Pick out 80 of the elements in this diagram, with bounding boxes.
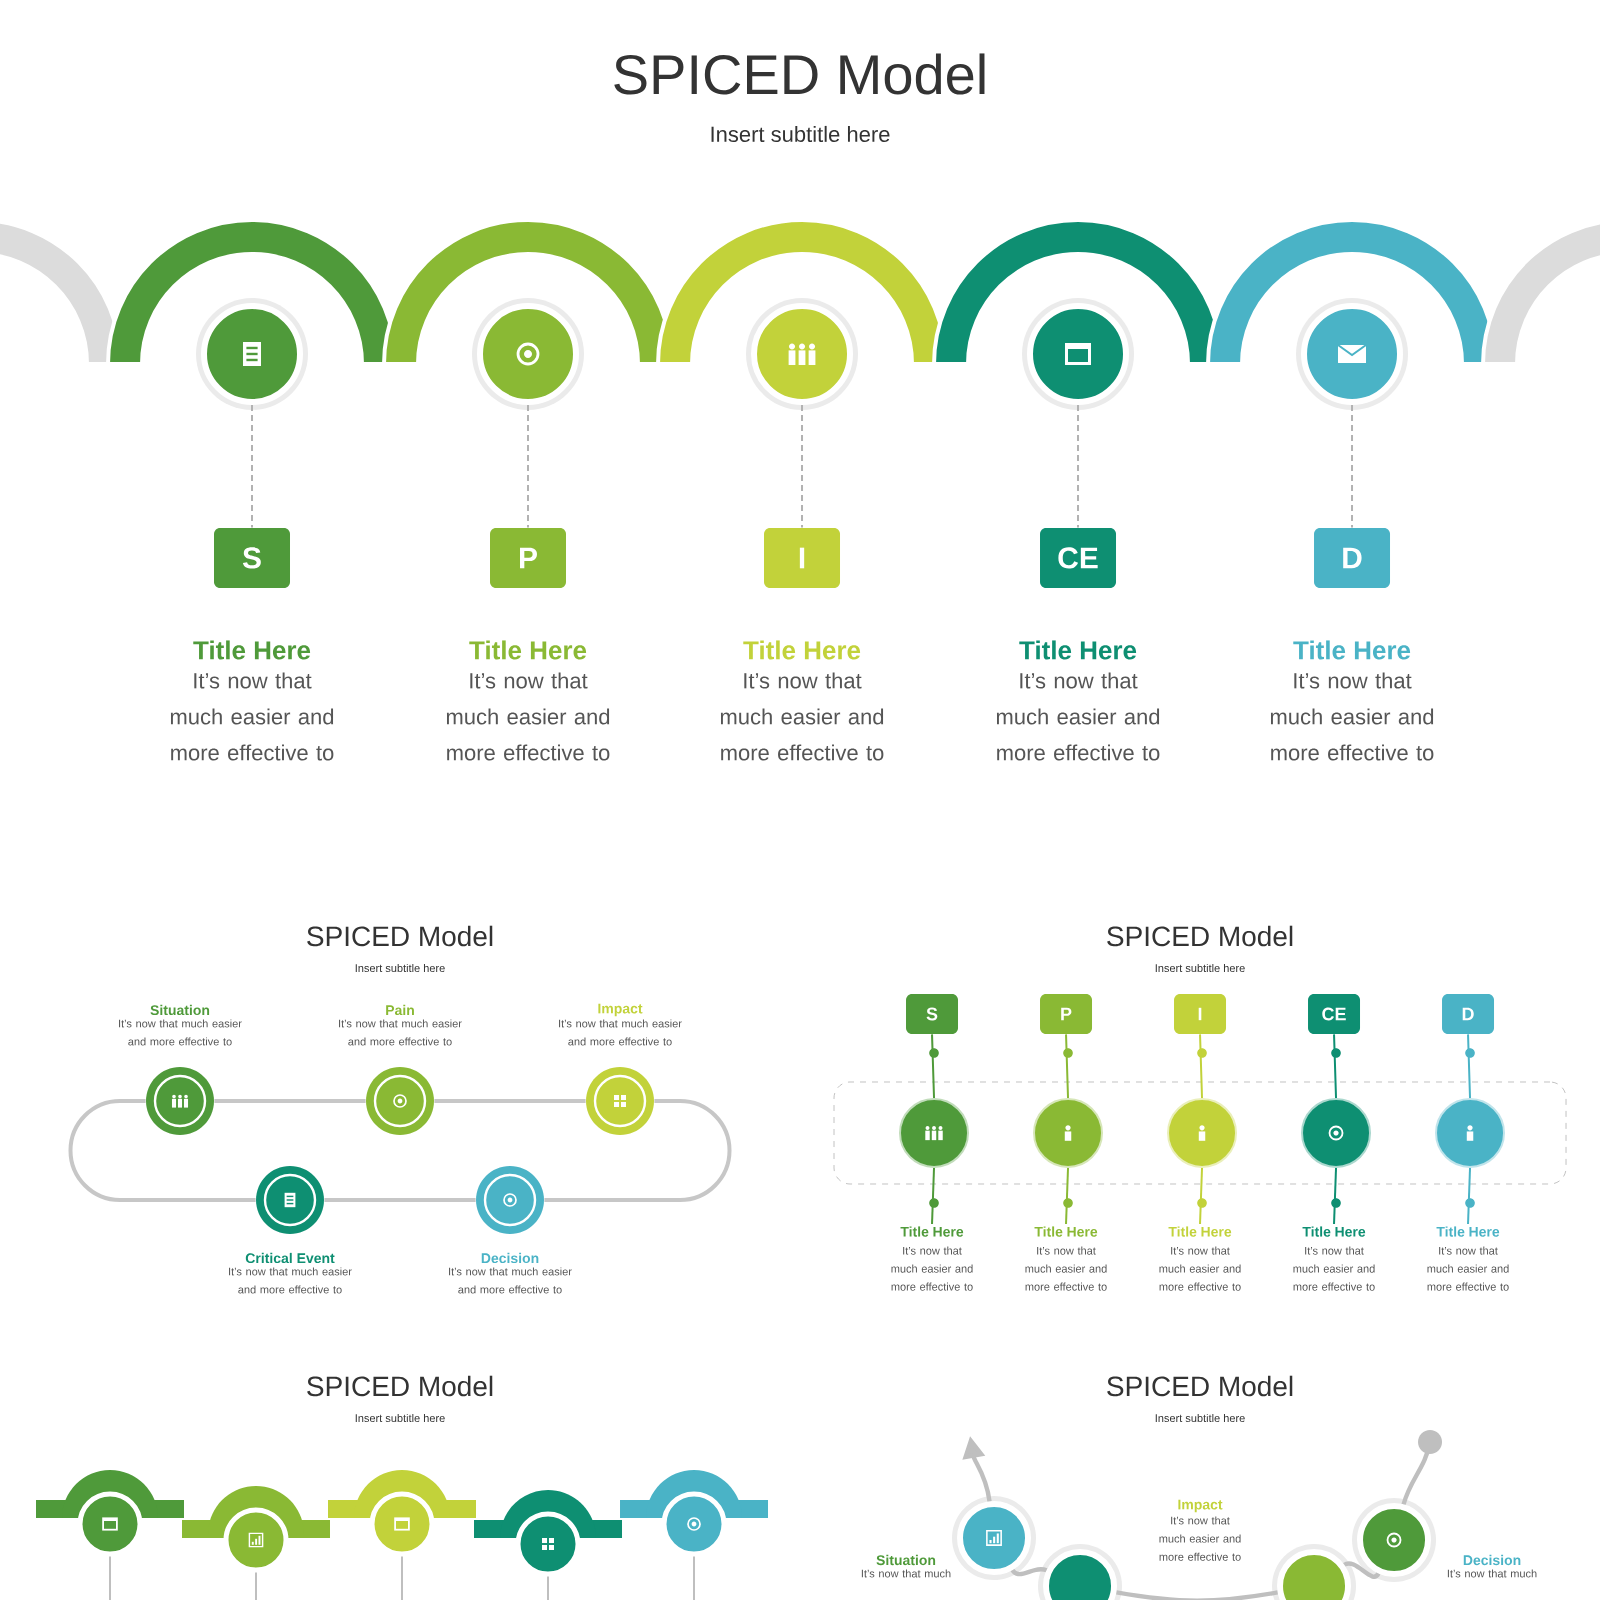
panel-title: SPICED Model bbox=[307, 925, 493, 947]
icon-circle bbox=[476, 1166, 544, 1234]
icon-circle bbox=[746, 298, 858, 410]
connector bbox=[1199, 1033, 1203, 1099]
connector bbox=[401, 1555, 403, 1600]
icon-circle bbox=[472, 298, 584, 410]
icon-circle bbox=[223, 1507, 289, 1573]
connector bbox=[1467, 1167, 1471, 1225]
icon-circle bbox=[1435, 1098, 1505, 1168]
connector bbox=[1065, 1167, 1069, 1225]
icon-circle bbox=[1352, 1498, 1436, 1582]
step-title: Title Here bbox=[469, 640, 587, 660]
letter-box: I bbox=[764, 528, 840, 588]
step-title: Title Here bbox=[193, 640, 311, 660]
icon-circle bbox=[1301, 1098, 1371, 1168]
connector bbox=[324, 1198, 476, 1202]
connector bbox=[251, 404, 253, 529]
step-title: Title Here bbox=[1293, 640, 1411, 660]
icon-circle bbox=[1033, 1098, 1103, 1168]
connector bbox=[1351, 404, 1353, 529]
connector bbox=[1467, 1033, 1471, 1099]
step-description: It’s now that much easier and more effective to bbox=[170, 672, 334, 761]
letter-box: CE bbox=[1308, 994, 1360, 1034]
letter-box: D bbox=[1442, 994, 1494, 1034]
icon-circle bbox=[1272, 1544, 1356, 1600]
letter-box: P bbox=[490, 528, 566, 588]
step-title: Title Here bbox=[743, 640, 861, 660]
icon-circle bbox=[899, 1098, 969, 1168]
connector bbox=[1199, 1167, 1203, 1225]
connector bbox=[255, 1571, 257, 1600]
connector bbox=[434, 1099, 586, 1103]
icon-circle bbox=[77, 1491, 143, 1557]
connector bbox=[1065, 1033, 1069, 1099]
letter-box: S bbox=[906, 994, 958, 1034]
letter-box: D bbox=[1314, 528, 1390, 588]
connector bbox=[68, 1099, 256, 1202]
connector bbox=[214, 1099, 366, 1103]
letter-box: CE bbox=[1040, 528, 1116, 588]
step-description: It’s now that much easier and more effective to bbox=[996, 672, 1160, 761]
connector bbox=[1401, 1430, 1442, 1505]
icon-circle bbox=[661, 1491, 727, 1557]
connector bbox=[547, 1575, 549, 1600]
main-title: SPICED Model bbox=[614, 53, 985, 95]
icon-circle bbox=[952, 1496, 1036, 1580]
connector bbox=[109, 1555, 111, 1600]
connector bbox=[693, 1555, 695, 1600]
icon-circle bbox=[1167, 1098, 1237, 1168]
panel-title: SPICED Model bbox=[1107, 1375, 1293, 1397]
icon-circle bbox=[586, 1067, 654, 1135]
icon-circle bbox=[1296, 298, 1408, 410]
letter-box: I bbox=[1174, 994, 1226, 1034]
icon-circle bbox=[256, 1166, 324, 1234]
icon-circle bbox=[1022, 298, 1134, 410]
connector bbox=[527, 404, 529, 529]
connector bbox=[1333, 1033, 1337, 1099]
connector bbox=[1333, 1167, 1337, 1225]
connector bbox=[1077, 404, 1079, 529]
connector bbox=[1343, 1561, 1381, 1579]
step-description: It’s now that much easier and more effective to bbox=[1270, 672, 1434, 761]
connector bbox=[544, 1099, 732, 1202]
subtitle: Insert subtitle here bbox=[711, 125, 890, 143]
dashed-band bbox=[833, 1081, 1567, 1185]
connector bbox=[1010, 1567, 1048, 1577]
connector bbox=[801, 404, 803, 529]
connector bbox=[931, 1167, 935, 1225]
icon-circle bbox=[146, 1067, 214, 1135]
panel-title: SPICED Model bbox=[307, 1375, 493, 1397]
connector bbox=[1116, 1590, 1278, 1600]
step-description: It’s now that much easier and more effective to bbox=[446, 672, 610, 761]
step-description: It’s now that much easier and more effective to bbox=[720, 672, 884, 761]
letter-box: S bbox=[214, 528, 290, 588]
icon-circle bbox=[369, 1491, 435, 1557]
step-title: Title Here bbox=[1019, 640, 1137, 660]
icon-circle bbox=[515, 1511, 581, 1577]
icon-circle bbox=[196, 298, 308, 410]
connector bbox=[931, 1033, 935, 1099]
icon-circle bbox=[1038, 1544, 1122, 1600]
icon-circle bbox=[366, 1067, 434, 1135]
panel-title: SPICED Model bbox=[1107, 925, 1293, 947]
letter-box: P bbox=[1040, 994, 1092, 1034]
